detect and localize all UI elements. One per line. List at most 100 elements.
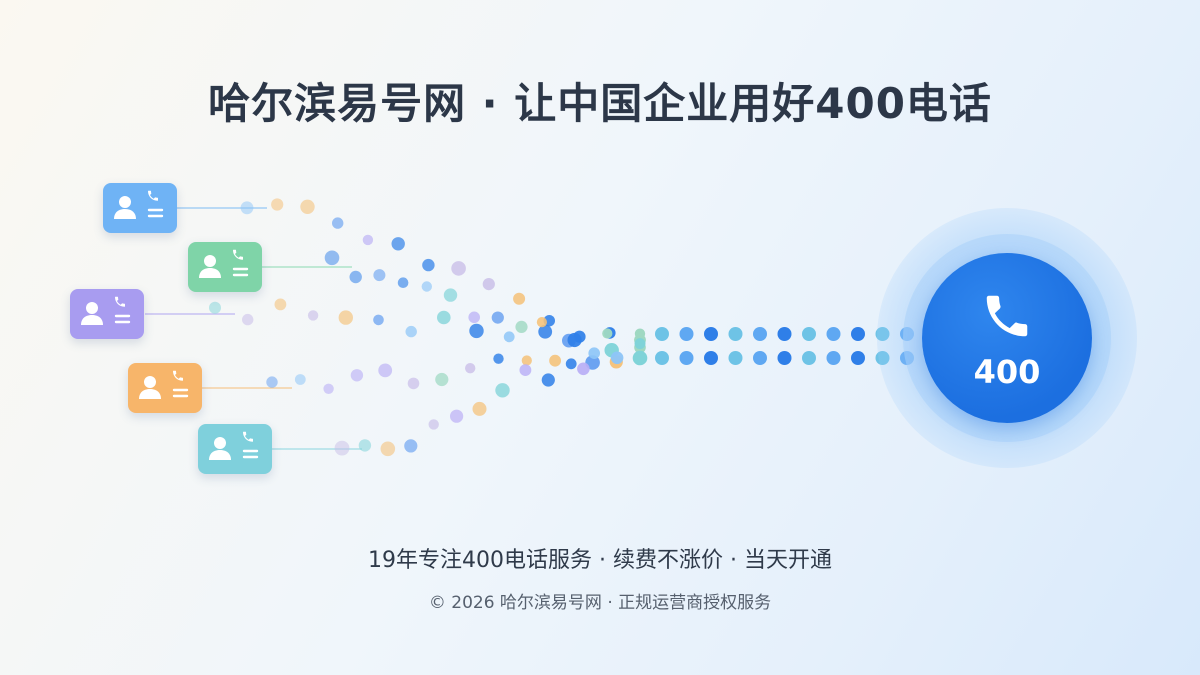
flow-dot: [482, 278, 495, 291]
stream-dot: [753, 351, 767, 365]
flow-dot: [209, 301, 221, 314]
stream-dot: [851, 327, 865, 341]
phone-icon: [243, 431, 253, 442]
phone-icon: [148, 190, 158, 201]
flow-dot: [242, 313, 254, 326]
flow-dot: [240, 201, 254, 215]
flow-dot: [513, 292, 526, 305]
flow-dot: [373, 314, 384, 326]
hub-circle: 400: [922, 253, 1092, 423]
stream-dot: [851, 351, 865, 365]
flow-dot: [362, 234, 374, 246]
flow-dot: [358, 439, 372, 452]
flow-dot: [634, 338, 646, 350]
flow-dot: [565, 358, 577, 370]
flow-dot: [421, 281, 432, 292]
flow-dot: [632, 350, 648, 366]
stream-dot: [753, 327, 767, 341]
lines-icon: [172, 388, 189, 398]
flow-dot: [469, 323, 484, 339]
flow-dot: [378, 363, 393, 378]
flow-dot: [397, 277, 409, 289]
flow-dot: [404, 439, 418, 453]
stream-dot: [802, 327, 816, 341]
contact-card-orange: [128, 363, 202, 413]
copyright-text: © 2026 哈尔滨易号网 · 正规运营商授权服务: [428, 593, 772, 613]
flow-dot: [577, 362, 590, 376]
stream-dot: [728, 327, 743, 341]
phone-icon: [115, 296, 125, 307]
flow-dot: [588, 347, 600, 360]
flow-dot: [503, 331, 515, 343]
person-icon: [114, 196, 136, 219]
flow-dot: [472, 401, 487, 416]
stream-dot: [704, 327, 718, 341]
flow-dot: [405, 325, 417, 338]
flow-dot: [515, 320, 528, 333]
flow-dot: [634, 328, 646, 339]
stream-dot: [777, 327, 792, 341]
flow-dot: [450, 409, 464, 423]
lines-icon: [147, 208, 164, 218]
hub-label: 400: [973, 353, 1041, 391]
contact-card-purple: [70, 289, 144, 339]
flow-dot: [407, 377, 420, 390]
flow-dot: [294, 374, 306, 385]
contact-card-blue: [103, 183, 177, 233]
flow-dot: [373, 269, 386, 282]
stream-dot: [655, 327, 669, 341]
flow-dot: [274, 298, 287, 311]
phone-icon: [173, 370, 183, 381]
stream-dot: [679, 327, 694, 341]
flow-dot: [549, 354, 561, 367]
flow-dot: [307, 310, 319, 321]
flow-dot: [266, 376, 278, 388]
person-icon: [81, 302, 103, 325]
phone-hub-icon: [986, 295, 1028, 337]
flow-dot: [567, 332, 582, 348]
stream-dot: [728, 351, 743, 365]
flow-dot: [428, 419, 439, 430]
stream-dot: [875, 351, 890, 365]
flow-dot: [334, 440, 350, 456]
stream-dot: [826, 327, 841, 341]
flow-dot: [380, 441, 396, 457]
stream-dot: [655, 351, 669, 365]
flow-dot: [495, 383, 510, 398]
flow-dot: [602, 328, 613, 339]
flow-dot: [435, 372, 449, 387]
flow-dot: [350, 369, 364, 382]
flow-dot: [538, 324, 553, 339]
flow-dot: [323, 383, 334, 394]
stream-dot: [704, 351, 718, 365]
flow-dot: [521, 355, 532, 366]
person-icon: [139, 376, 161, 399]
flow-dot: [468, 311, 481, 324]
flow-dot: [271, 198, 284, 211]
flow-dot: [443, 288, 458, 302]
flow-dot: [437, 310, 451, 325]
flow-dot: [451, 261, 466, 276]
flow-dot: [332, 217, 344, 229]
flow-dot: [422, 258, 435, 272]
flow-dot: [300, 199, 315, 214]
lines-icon: [232, 267, 249, 277]
flow-dot: [349, 270, 362, 284]
flow-dot: [338, 310, 353, 325]
flow-dot: [536, 317, 548, 328]
flow-dot: [491, 311, 504, 324]
hub-400: 400: [877, 208, 1137, 468]
stream-dot: [802, 351, 816, 365]
flow-dot: [519, 364, 532, 376]
flow-dot: [610, 351, 624, 365]
stream-dot: [777, 351, 792, 365]
flow-dot: [324, 250, 340, 266]
contact-card-green: [188, 242, 262, 292]
contact-card-teal: [198, 424, 272, 474]
flow-dot: [465, 363, 476, 374]
person-icon: [199, 255, 221, 278]
stream-dot: [826, 351, 841, 365]
flow-dot: [541, 373, 555, 387]
flow-dot: [391, 237, 405, 251]
